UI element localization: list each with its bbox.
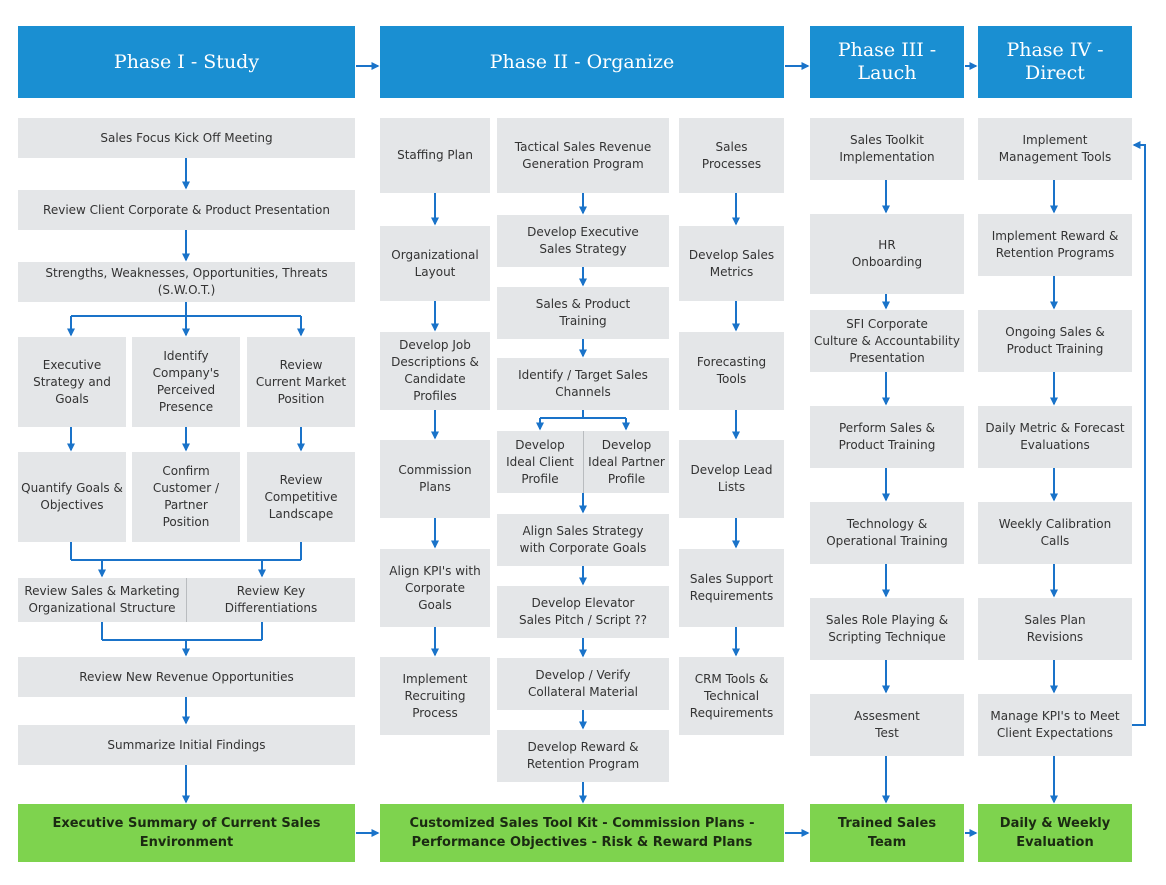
reward-retention-box: Implement Reward & Retention Programs (978, 214, 1132, 276)
phase2-header: Phase II - Organize (380, 26, 784, 98)
manage-kpis-box: Manage KPI's to Meet Client Expectations (978, 694, 1132, 756)
management-tools-box: Implement Management Tools (978, 118, 1132, 180)
org-layout-box: Organizational Layout (380, 226, 490, 301)
phase4-outcome: Daily & Weekly Evaluation (978, 804, 1132, 862)
review-client-presentation-box: Review Client Corporate & Product Presen… (18, 190, 355, 230)
phase3-header: Phase III - Lauch (810, 26, 964, 98)
key-differentiations-box: Review Key Differentiations (187, 578, 355, 622)
phase2-outcome: Customized Sales Tool Kit - Commission P… (380, 804, 784, 862)
perceived-presence-box: Identify Company's Perceived Presence (132, 337, 240, 427)
metric-evaluations-box: Daily Metric & Forecast Evaluations (978, 406, 1132, 468)
phase1-header: Phase I - Study (18, 26, 355, 98)
product-training-box: Sales & Product Training (497, 287, 669, 339)
sales-processes-box: Sales Processes (679, 118, 784, 193)
phase4-header: Phase IV - Direct (978, 26, 1132, 98)
ideal-client-box: Develop Ideal Client Profile (497, 431, 583, 493)
ongoing-training-box: Ongoing Sales & Product Training (978, 310, 1132, 372)
phase1-outcome: Executive Summary of Current Sales Envir… (18, 804, 355, 862)
phase3-outcome: Trained Sales Team (810, 804, 964, 862)
tactical-program-box: Tactical Sales Revenue Generation Progra… (497, 118, 669, 193)
executive-strategy-box: Executive Strategy and Goals (18, 337, 126, 427)
perform-training-box: Perform Sales & Product Training (810, 406, 964, 468)
sales-metrics-box: Develop Sales Metrics (679, 226, 784, 301)
initial-findings-box: Summarize Initial Findings (18, 725, 355, 765)
competitive-landscape-box: Review Competitive Landscape (247, 452, 355, 542)
structure-divider (186, 578, 187, 622)
job-descriptions-box: Develop Job Descriptions & Candidate Pro… (380, 332, 490, 410)
ideal-partner-box: Develop Ideal Partner Profile (584, 431, 669, 493)
revenue-opportunities-box: Review New Revenue Opportunities (18, 657, 355, 697)
quantify-goals-box: Quantify Goals & Objectives (18, 452, 126, 542)
plan-revisions-box: Sales Plan Revisions (978, 598, 1132, 660)
collateral-material-box: Develop / Verify Collateral Material (497, 658, 669, 710)
executive-sales-strategy-box: Develop Executive Sales Strategy (497, 215, 669, 267)
technology-training-box: Technology & Operational Training (810, 502, 964, 564)
staffing-plan-box: Staffing Plan (380, 118, 490, 193)
forecasting-tools-box: Forecasting Tools (679, 332, 784, 410)
commission-plans-box: Commission Plans (380, 440, 490, 518)
swot-box: Strengths, Weaknesses, Opportunities, Th… (18, 262, 355, 302)
recruiting-process-box: Implement Recruiting Process (380, 657, 490, 735)
reward-program-box: Develop Reward & Retention Program (497, 730, 669, 782)
crm-tools-box: CRM Tools & Technical Requirements (679, 657, 784, 735)
target-channels-box: Identify / Target Sales Channels (497, 358, 669, 410)
align-kpis-box: Align KPI's with Corporate Goals (380, 549, 490, 627)
hr-onboarding-box: HR Onboarding (810, 214, 964, 294)
culture-presentation-box: SFI Corporate Culture & Accountability P… (810, 310, 964, 372)
role-playing-box: Sales Role Playing & Scripting Technique (810, 598, 964, 660)
align-strategy-box: Align Sales Strategy with Corporate Goal… (497, 514, 669, 566)
lead-lists-box: Develop Lead Lists (679, 440, 784, 518)
org-structure-box: Review Sales & Marketing Organizational … (18, 578, 186, 622)
elevator-pitch-box: Develop Elevator Sales Pitch / Script ?? (497, 586, 669, 638)
market-position-box: Review Current Market Position (247, 337, 355, 427)
kickoff-meeting-box: Sales Focus Kick Off Meeting (18, 118, 355, 158)
toolkit-implementation-box: Sales Toolkit Implementation (810, 118, 964, 180)
confirm-position-box: Confirm Customer / Partner Position (132, 452, 240, 542)
support-requirements-box: Sales Support Requirements (679, 549, 784, 627)
profile-divider (583, 431, 584, 493)
assessment-test-box: Assesment Test (810, 694, 964, 756)
calibration-calls-box: Weekly Calibration Calls (978, 502, 1132, 564)
